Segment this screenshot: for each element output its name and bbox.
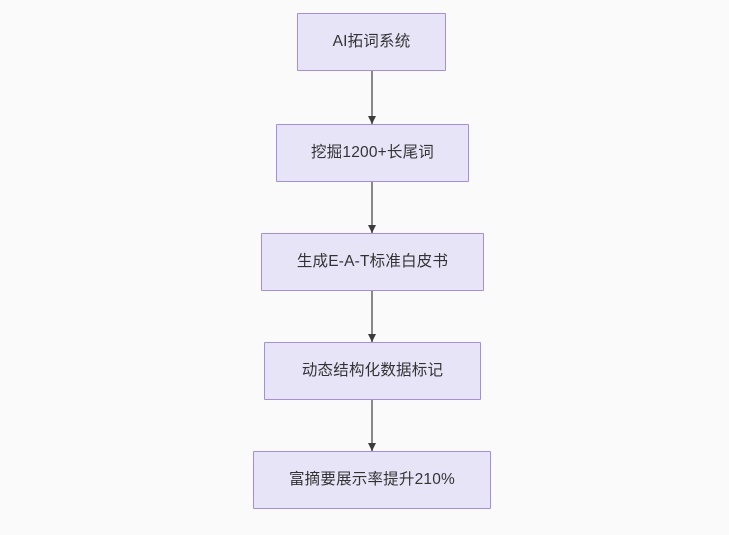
flow-node-eat-whitepaper[interactable]: 生成E-A-T标准白皮书 <box>261 233 484 291</box>
flow-node-ai-keyword-system[interactable]: AI拓词系统 <box>297 13 446 71</box>
edge-n3-n4 <box>367 291 376 342</box>
arrowhead-down-icon <box>367 225 376 233</box>
edge-line <box>371 400 373 451</box>
flow-node-label: 生成E-A-T标准白皮书 <box>296 252 449 270</box>
flow-node-structured-data-markup[interactable]: 动态结构化数据标记 <box>264 342 481 400</box>
edge-n1-n2 <box>367 71 376 124</box>
edge-line <box>371 291 373 342</box>
edge-line <box>371 71 373 124</box>
edge-n4-n5 <box>367 400 376 451</box>
edge-line <box>371 182 373 233</box>
arrowhead-down-icon <box>367 334 376 342</box>
flow-node-label: 挖掘1200+长尾词 <box>310 143 435 161</box>
flow-node-label: 动态结构化数据标记 <box>301 361 444 379</box>
arrowhead-down-icon <box>367 116 376 124</box>
flow-node-longtail-mining[interactable]: 挖掘1200+长尾词 <box>276 124 469 182</box>
arrowhead-down-icon <box>367 443 376 451</box>
flow-node-label: AI拓词系统 <box>332 32 411 50</box>
flow-node-rich-snippet-result[interactable]: 富摘要展示率提升210% <box>253 451 491 509</box>
flow-node-label: 富摘要展示率提升210% <box>288 470 456 488</box>
edge-n2-n3 <box>367 182 376 233</box>
